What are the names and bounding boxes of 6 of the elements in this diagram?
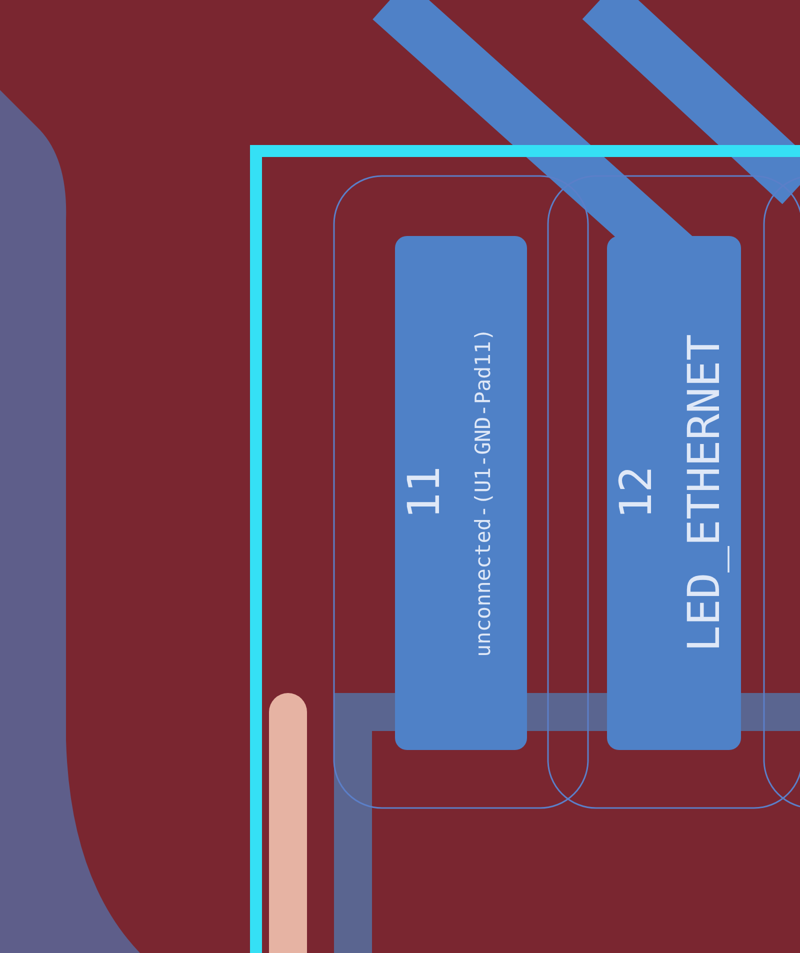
pad-number: 12 — [615, 466, 663, 522]
net-name: LED_ETHERNET — [683, 333, 731, 654]
pad-number: 11 — [403, 466, 451, 522]
net-name: unconnected-(U1-GND-Pad11) — [473, 328, 496, 660]
solder-pad — [395, 236, 527, 750]
solder-pad — [607, 236, 741, 750]
